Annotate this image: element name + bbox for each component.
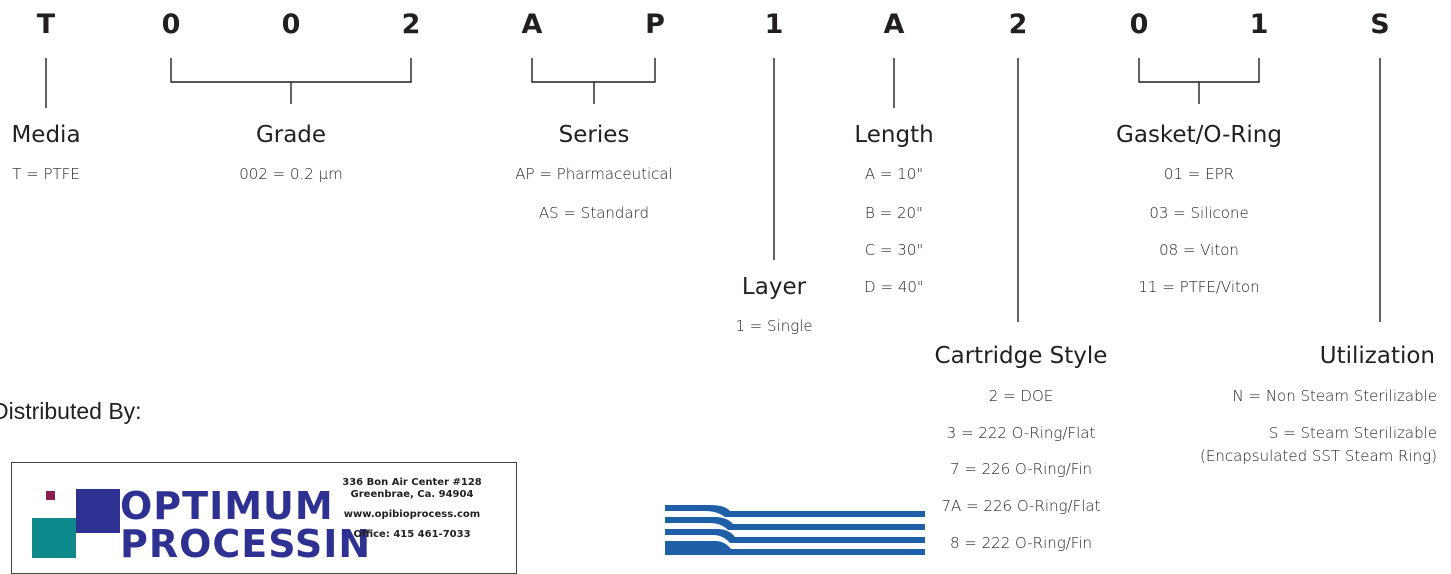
code-char-4: 2 <box>401 9 421 40</box>
logo-wordmark-text: OPTIMUM PROCESSING <box>120 487 370 566</box>
connector-lines <box>45 58 1381 322</box>
grade-option-1: 002 = 0.2 µm <box>239 165 343 183</box>
code-char-9: 2 <box>1008 9 1028 40</box>
cartridge-style-option-5: 8 = 222 O-Ring/Fin <box>949 534 1093 552</box>
series-option-2: AS = Standard <box>538 204 650 222</box>
distributor-logo-card: OPTIMUM PROCESSING 336 Bon Air Center #1… <box>11 462 517 574</box>
length-title: Length <box>854 122 934 148</box>
code-char-7: 1 <box>764 9 784 40</box>
code-char-5: A <box>521 9 543 40</box>
stripe-logo-band-4 <box>665 541 925 555</box>
website-text: www.opibioprocess.com <box>343 509 481 520</box>
cartridge-style-option-1: 2 = DOE <box>988 387 1054 405</box>
code-char-1: T <box>36 9 56 40</box>
code-char-11: 1 <box>1249 9 1269 40</box>
grade-bracket <box>170 58 412 104</box>
length-option-3: C = 30" <box>864 241 924 259</box>
stripe-logo-band-1 <box>665 505 925 517</box>
length-option-2: B = 20" <box>865 204 923 222</box>
distributed-by-heading: Distributed By: <box>0 398 142 424</box>
address-line-1: 336 Bon Air Center #128 <box>342 477 482 488</box>
gasket-bracket <box>1138 58 1260 104</box>
media-title: Media <box>11 122 81 148</box>
series-option-1: AP = Pharmaceutical <box>515 165 673 183</box>
length-option-4: D = 40" <box>864 278 924 296</box>
utilization-option-3: (Encapsulated SST Steam Ring) <box>1199 447 1437 465</box>
length-option-1: A = 10" <box>864 165 924 183</box>
gasket-option-3: 08 = Viton <box>1159 241 1239 259</box>
part-number-diagram: T 0 0 2 A P 1 A 2 0 1 S Media T = PTFE G… <box>0 9 1438 574</box>
optimum-logo-mark <box>32 489 120 558</box>
layer-title: Layer <box>741 274 807 300</box>
cartridge-style-option-4: 7A = 226 O-Ring/Flat <box>941 497 1101 515</box>
office-phone: Office: 415 461-7033 <box>353 529 471 540</box>
cartridge-style-option-3: 7 = 226 O-Ring/Fin <box>949 460 1093 478</box>
stripe-logo <box>665 505 925 555</box>
utilization-option-2: S = Steam Sterilizable <box>1268 424 1437 442</box>
media-option-1: T = PTFE <box>12 165 80 183</box>
code-char-8: A <box>883 9 905 40</box>
code-char-10: 0 <box>1129 9 1149 40</box>
series-title: Series <box>558 122 630 148</box>
code-char-12: S <box>1370 9 1390 40</box>
logo-teal-square <box>32 518 76 558</box>
code-char-6: P <box>645 9 665 40</box>
stripe-logo-band-2 <box>665 517 925 530</box>
logo-maroon-square <box>46 491 55 500</box>
utilization-title: Utilization <box>1319 343 1435 369</box>
gasket-option-4: 11 = PTFE/Viton <box>1138 278 1260 296</box>
cartridge-style-title: Cartridge Style <box>934 343 1108 369</box>
address-line-2: Greenbrae, Ca. 94904 <box>350 489 474 500</box>
gasket-option-2: 03 = Silicone <box>1149 204 1249 222</box>
grade-title: Grade <box>255 122 327 148</box>
utilization-option-1: N = Non Steam Sterilizable <box>1232 387 1438 405</box>
gasket-title: Gasket/O-Ring <box>1116 122 1282 148</box>
code-char-2: 0 <box>161 9 181 40</box>
series-bracket <box>531 58 656 104</box>
cartridge-style-option-2: 3 = 222 O-Ring/Flat <box>946 424 1096 442</box>
logo-blue-square <box>76 489 120 533</box>
code-char-3: 0 <box>281 9 301 40</box>
gasket-option-1: 01 = EPR <box>1163 165 1235 183</box>
stripe-logo-band-3 <box>665 529 925 543</box>
layer-option-1: 1 = Single <box>735 317 813 335</box>
